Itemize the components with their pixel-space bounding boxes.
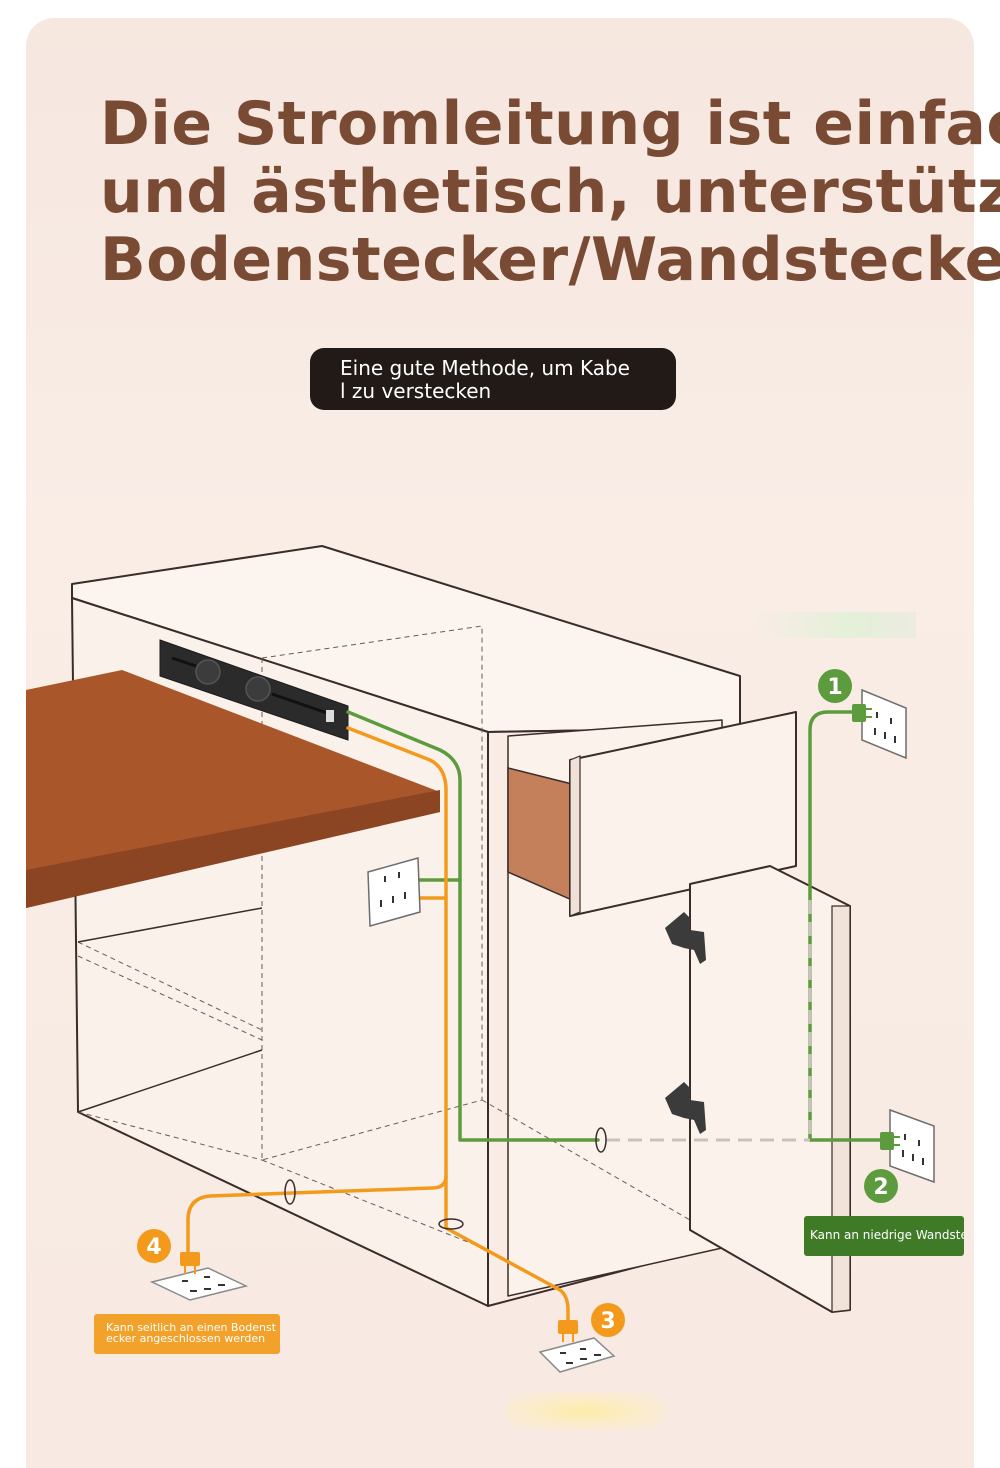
svg-text:4: 4 (146, 1235, 161, 1260)
orange-cable (186, 726, 570, 1326)
plug-icon (880, 1132, 900, 1150)
headline: Die Stromleitung ist einfach und ästheti… (100, 89, 1000, 295)
plug-icon (852, 704, 872, 722)
dashed-cable-segment (606, 900, 812, 1142)
cabinet-shelf (77, 907, 263, 1113)
badge-3: 3 (591, 1303, 625, 1337)
headline-line-1: Die Stromleitung ist einfach (100, 89, 1000, 159)
power-strip-icon (159, 639, 349, 741)
faded-caption-bar (756, 612, 916, 638)
badge-2: 2 (864, 1169, 898, 1203)
hinge-icon (665, 912, 706, 1134)
svg-text:2: 2 (873, 1175, 888, 1200)
wall-socket-icon (367, 857, 421, 927)
headline-line-3: Bodenstecker/Wandstecker (100, 225, 1000, 295)
floor-socket-icon (149, 1267, 249, 1301)
wall-socket-icon (861, 688, 907, 760)
caption-low-wall-socket: Kann an niedrige Wandstecker an (804, 1216, 964, 1256)
caption-floor-socket-line-2: ecker angeschlossen werden (106, 1332, 266, 1345)
green-cable (346, 710, 886, 1142)
badge-4: 4 (137, 1229, 171, 1263)
plug-icon (558, 1320, 578, 1342)
subtitle-line-2: l zu verstecken (340, 379, 492, 403)
wall-socket-icon (889, 1108, 935, 1184)
svg-text:1: 1 (827, 675, 842, 700)
cable-hole (438, 1218, 464, 1230)
faded-highlight (505, 1392, 665, 1430)
subtitle-line-1: Eine gute Methode, um Kabe (340, 356, 630, 380)
desk-top (26, 670, 440, 908)
cable-hole (595, 1127, 607, 1153)
cable-hole (284, 1179, 296, 1205)
plug-icon (180, 1252, 200, 1274)
subtitle-pill: Eine gute Methode, um Kabe l zu versteck… (310, 348, 676, 410)
cabinet-door-edge (831, 905, 851, 1313)
caption-floor-socket-line-1: Kann seitlich an einen Bodenst (106, 1321, 276, 1334)
desk-top-front (26, 790, 440, 908)
headline-line-2: und ästhetisch, unterstützt (100, 157, 1000, 227)
drawer-front-edge (569, 755, 581, 917)
badge-1: 1 (818, 669, 852, 703)
caption-floor-socket: Kann seitlich an einen Bodenst ecker ang… (94, 1314, 280, 1354)
svg-text:3: 3 (600, 1309, 615, 1334)
floor-socket-icon (538, 1337, 616, 1373)
